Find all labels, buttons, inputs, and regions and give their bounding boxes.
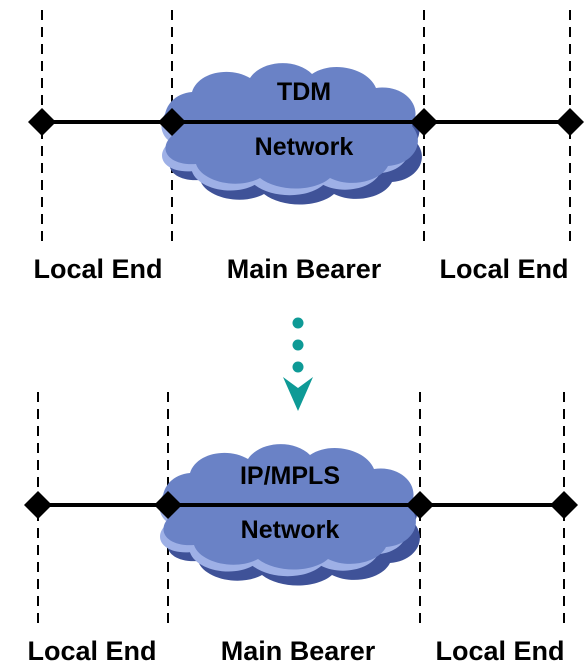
arrow-dot-3 bbox=[292, 361, 304, 373]
bottom-cloud-title: IP/MPLS bbox=[240, 462, 340, 490]
top-cloud-title: TDM bbox=[277, 78, 331, 106]
bottom-node-4 bbox=[550, 491, 578, 519]
arrow-head bbox=[283, 377, 313, 411]
bottom-label-local-end-right: Local End bbox=[435, 636, 564, 665]
top-cloud-subtitle: Network bbox=[255, 133, 354, 161]
arrow-dot-1 bbox=[292, 317, 304, 329]
bottom-cloud-subtitle: Network bbox=[241, 516, 340, 544]
bottom-label-main-bearer: Main Bearer bbox=[221, 636, 376, 665]
top-node-3 bbox=[410, 108, 438, 136]
bottom-node-3 bbox=[406, 491, 434, 519]
top-label-local-end-right: Local End bbox=[439, 254, 568, 284]
top-node-2 bbox=[158, 108, 186, 136]
top-node-1 bbox=[28, 108, 56, 136]
arrow-dot-2 bbox=[292, 339, 304, 351]
bottom-diagram: IP/MPLS Network Local End Main Bearer Lo… bbox=[24, 392, 578, 666]
top-label-main-bearer: Main Bearer bbox=[227, 254, 382, 284]
dotted-down-arrow-icon bbox=[283, 317, 313, 411]
bottom-node-1 bbox=[24, 491, 52, 519]
top-diagram: TDM Network Local End Main Bearer Local … bbox=[28, 10, 584, 284]
bottom-node-2 bbox=[154, 491, 182, 519]
top-label-local-end-left: Local End bbox=[33, 254, 162, 284]
bottom-label-local-end-left: Local End bbox=[27, 636, 156, 665]
top-node-4 bbox=[556, 108, 584, 136]
